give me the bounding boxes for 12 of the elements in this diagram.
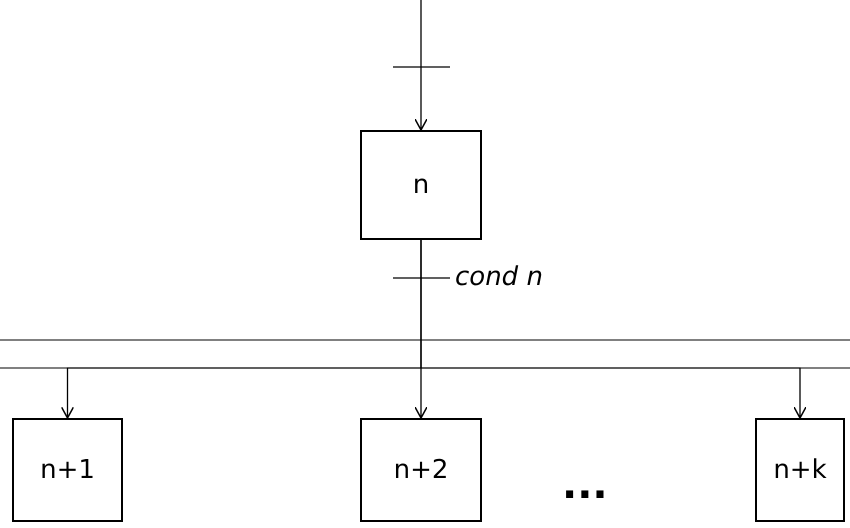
arrow: [420, 240, 807, 419]
step-box: [360, 130, 482, 240]
ellipsis: ...: [562, 461, 608, 510]
step-box: [12, 418, 123, 522]
arrow: [414, 0, 428, 131]
step-label: n: [412, 168, 430, 202]
step-box: [360, 418, 482, 522]
step-label: n+k: [773, 454, 827, 486]
step-label: n+2: [394, 454, 448, 486]
step-box: [755, 418, 845, 522]
transition-condition: cond n: [455, 261, 543, 294]
step-label: n+1: [40, 454, 95, 486]
